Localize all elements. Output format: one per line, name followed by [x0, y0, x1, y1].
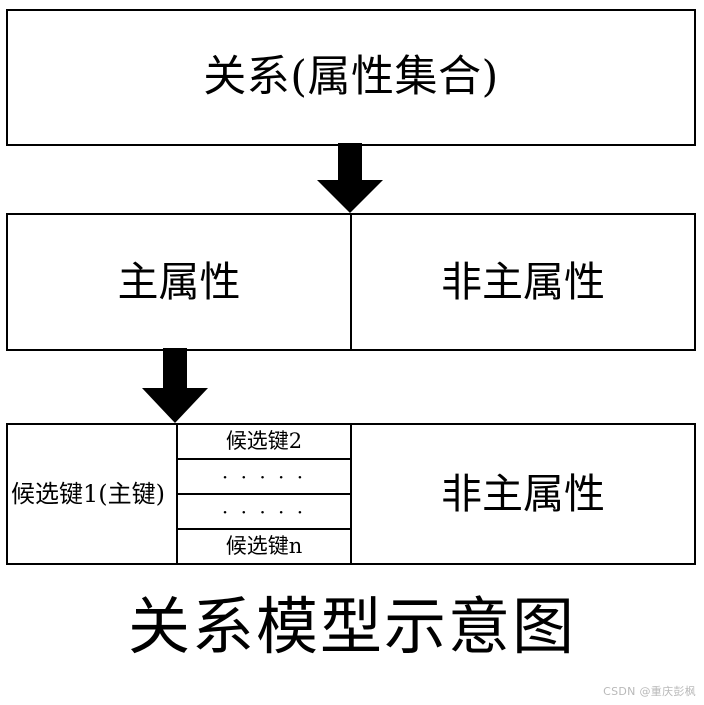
other-candidate-keys-column: 候选键2 · · · · · · · · · · 候选键n: [178, 425, 352, 563]
candidate-key-label: 候选键n: [225, 534, 303, 558]
prime-attribute-label: 主属性: [117, 257, 241, 306]
non-prime-attribute-label: 非主属性: [441, 257, 605, 306]
candidate-key-row: · · · · ·: [178, 495, 350, 530]
down-arrow-icon-prime-to-keys: [138, 348, 212, 425]
down-arrow-icon-relation-to-attributes: [313, 143, 387, 215]
watermark: CSDN @重庆彭枫: [603, 685, 696, 698]
candidate-key-ellipsis: · · · · ·: [221, 464, 307, 489]
candidate-key-ellipsis: · · · · ·: [221, 499, 307, 524]
candidate-keys-box: 候选键1(主键) 候选键2 · · · · · · · · · · 候选键n 非…: [6, 423, 696, 565]
primary-key-cell: 候选键1(主键): [8, 425, 178, 563]
diagram-caption: 关系模型示意图: [127, 590, 576, 663]
prime-attribute-cell: 主属性: [8, 215, 352, 349]
candidate-key-row: 候选键n: [178, 530, 350, 563]
candidate-key-label: 候选键2: [225, 429, 303, 453]
candidate-key-row: 候选键2: [178, 425, 350, 460]
relation-box: 关系(属性集合): [6, 9, 696, 146]
non-prime-attribute-label-bottom: 非主属性: [441, 469, 605, 518]
non-prime-attribute-cell: 非主属性: [352, 215, 694, 349]
non-prime-attribute-cell-bottom: 非主属性: [352, 425, 694, 563]
primary-key-label: 候选键1(主键): [11, 480, 165, 508]
relation-label: 关系(属性集合): [203, 52, 499, 102]
candidate-key-row: · · · · ·: [178, 460, 350, 495]
attributes-box: 主属性 非主属性: [6, 213, 696, 351]
